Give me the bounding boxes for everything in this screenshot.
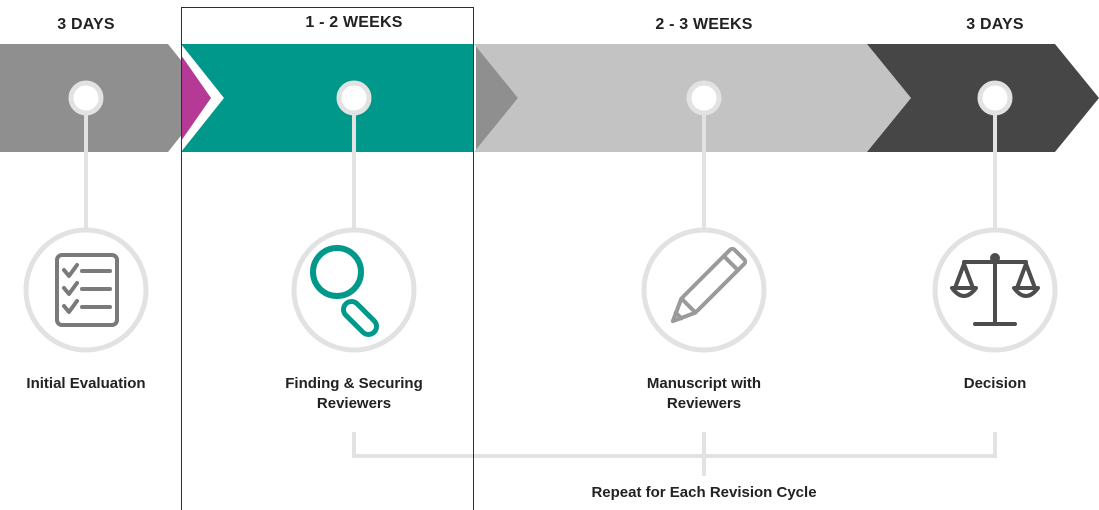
stage-2-label-line-2: Reviewers — [316, 395, 392, 412]
duration-stage-1: 3 DAYS — [57, 16, 115, 33]
checklist-icon — [55, 253, 119, 327]
node-stage-2 — [336, 80, 372, 116]
icon-circles — [23, 227, 1058, 353]
node-stage-3 — [686, 80, 722, 116]
stage-3-label-line-1: Manuscript with — [646, 375, 762, 392]
stage-label-decision: Decision — [935, 374, 1055, 394]
stage-label-finding-reviewers: Finding & Securing Reviewers — [254, 374, 454, 414]
revision-cycle-bracket — [352, 432, 997, 476]
pencil-icon — [670, 246, 748, 324]
duration-stage-2: 1 - 2 WEEKS — [305, 14, 403, 31]
stage-3-label-line-2: Reviewers — [666, 395, 742, 412]
node-stage-4 — [977, 80, 1013, 116]
stage-3-tip-strip — [476, 44, 518, 152]
stage-label-manuscript-reviewers: Manuscript with Reviewers — [614, 374, 794, 414]
connectors — [84, 98, 997, 232]
stage-2-notch — [181, 55, 211, 141]
stage-1-arrow — [0, 44, 211, 152]
icon-circle-stage-3 — [641, 227, 767, 353]
revision-cycle-label: Repeat for Each Revision Cycle — [591, 484, 817, 501]
duration-stage-4: 3 DAYS — [966, 16, 1024, 33]
stage-1-label-line-1: Initial Evaluation — [26, 375, 146, 392]
scales-icon — [950, 253, 1040, 326]
stage-label-initial-evaluation: Initial Evaluation — [0, 374, 172, 394]
stage-2-arrow — [181, 44, 474, 152]
arrow-nodes — [68, 80, 1013, 116]
duration-stage-3: 2 - 3 WEEKS — [655, 16, 753, 33]
node-stage-1 — [68, 80, 104, 116]
stage-4-label-line-1: Decision — [963, 375, 1027, 392]
magnifier-icon — [310, 245, 379, 337]
stage-2-label-line-1: Finding & Securing — [285, 375, 423, 392]
